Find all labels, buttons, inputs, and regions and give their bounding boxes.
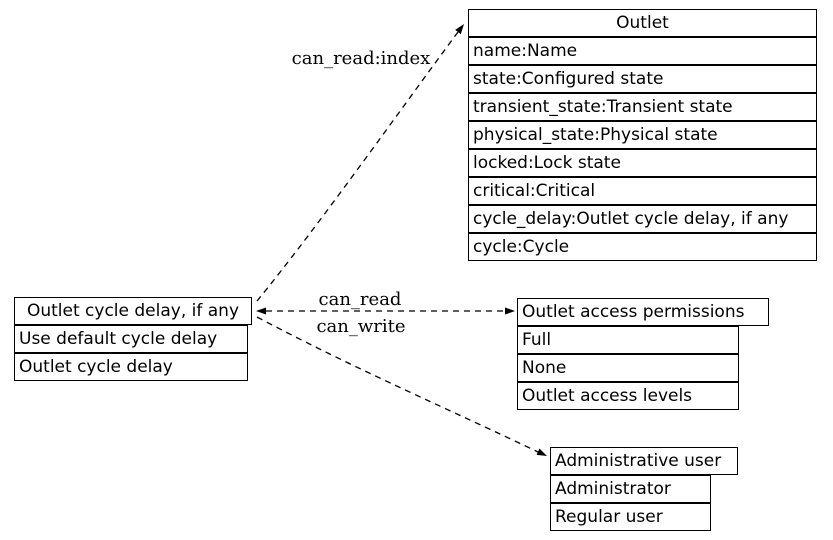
arrowhead-to-cycle-delay-field-icon: [256, 307, 266, 315]
node-outlet: Outlet name:Name state:Configured state …: [468, 9, 817, 261]
table-row: critical:Critical: [468, 177, 817, 205]
table-row: name:Name: [468, 37, 817, 65]
node-admin-user-title: Administrative user: [550, 447, 738, 475]
node-access-permissions-title: Outlet access permissions: [517, 298, 769, 326]
table-row: cycle:Cycle: [468, 233, 817, 261]
node-cycle-delay-field: Outlet cycle delay, if any Use default c…: [14, 297, 252, 381]
table-row: locked:Lock state: [468, 149, 817, 177]
table-row: state:Configured state: [468, 65, 817, 93]
edge-label-can-read-index: can_read:index: [291, 48, 431, 69]
arrowhead-to-permissions-icon: [505, 307, 515, 315]
arrowhead-to-admin-user-icon: [536, 448, 547, 456]
table-row: cycle_delay:Outlet cycle delay, if any: [468, 205, 817, 233]
table-row: Use default cycle delay: [14, 325, 248, 353]
table-row: Outlet access levels: [517, 382, 739, 410]
table-row: Full: [517, 326, 739, 354]
node-admin-user: Administrative user Administrator Regula…: [550, 447, 738, 531]
edge-label-can-read: can_read: [318, 289, 402, 310]
node-outlet-title: Outlet: [468, 9, 817, 37]
table-row: physical_state:Physical state: [468, 121, 817, 149]
table-row: Regular user: [550, 503, 711, 531]
table-row: Administrator: [550, 475, 711, 503]
node-cycle-delay-field-title: Outlet cycle delay, if any: [14, 297, 252, 325]
table-row: Outlet cycle delay: [14, 353, 248, 381]
arrowhead-to-outlet-icon: [455, 24, 464, 35]
table-row: None: [517, 354, 739, 382]
edge-label-can-write: can_write: [316, 316, 406, 337]
node-access-permissions: Outlet access permissions Full None Outl…: [517, 298, 769, 410]
edge-can-write-line: [256, 316, 539, 453]
edge-can-read-index-line: [256, 31, 459, 302]
table-row: transient_state:Transient state: [468, 93, 817, 121]
